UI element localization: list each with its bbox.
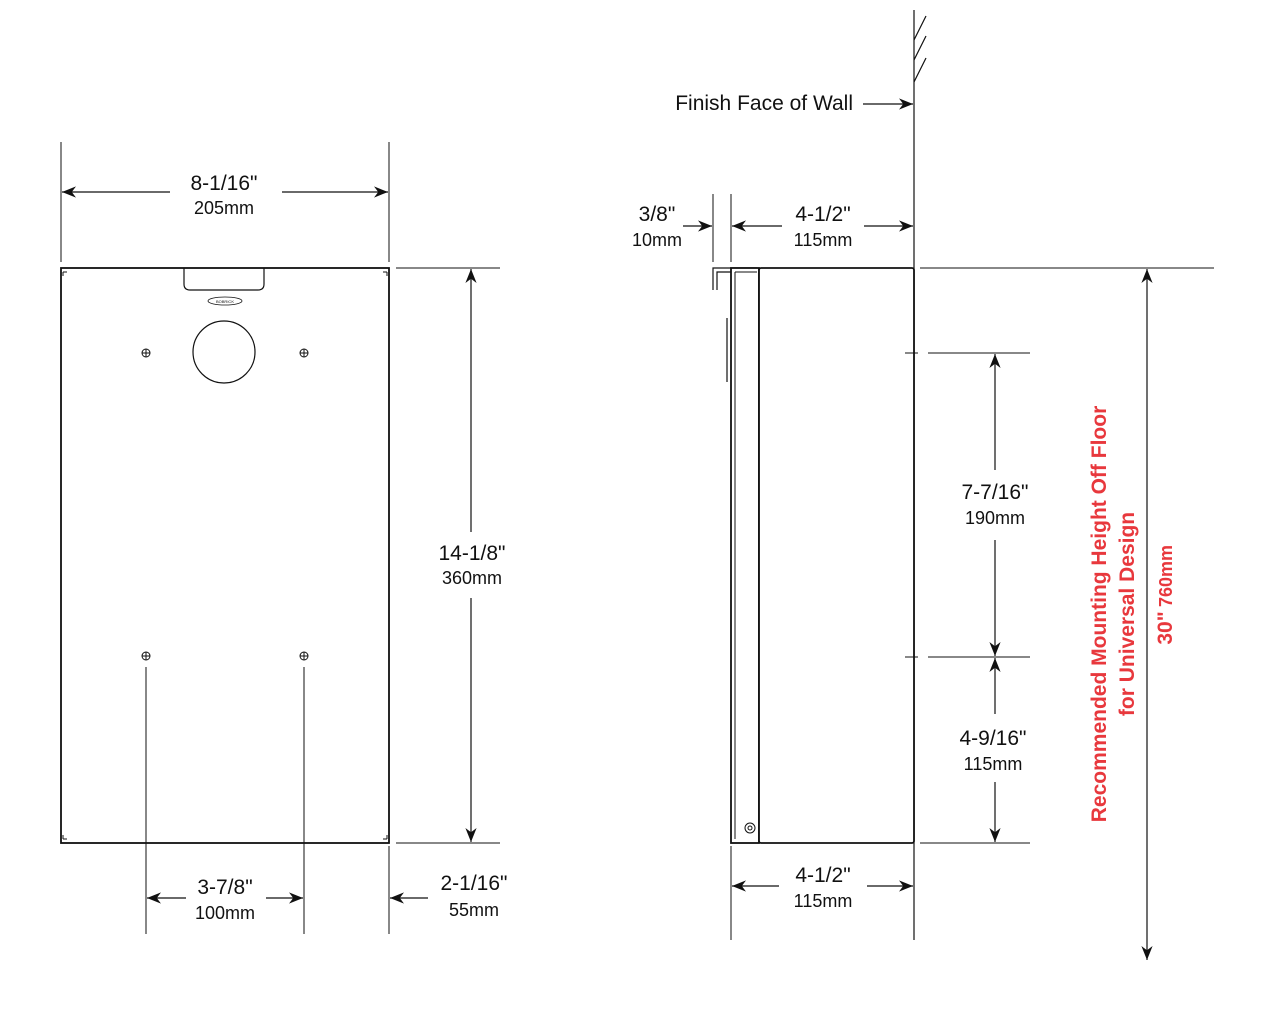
front-height-inches: 14-1/8" bbox=[439, 542, 506, 565]
hanging-lip-inner bbox=[716, 271, 731, 290]
mount-height-mm: 760mm bbox=[1156, 545, 1176, 607]
side-offset-mm: 55mm bbox=[449, 900, 499, 920]
screw-hole-bottom-right bbox=[299, 651, 309, 661]
upper-spacing-inches: 7-7/16" bbox=[962, 481, 1029, 504]
wall-label: Finish Face of Wall bbox=[675, 92, 853, 115]
screw-hole-bottom-left bbox=[141, 651, 151, 661]
front-corner-marks bbox=[62, 271, 388, 840]
dispenser-front-body bbox=[60, 267, 390, 844]
lower-spacing-mm: 115mm bbox=[964, 754, 1023, 774]
lower-spacing-inches: 4-9/16" bbox=[960, 727, 1027, 750]
front-view: 8-1/16" 205mm BOBRICK 3- bbox=[60, 142, 508, 934]
wall-hatch bbox=[913, 15, 927, 83]
mount-label-line1: Recommended Mounting Height Off Floor bbox=[1088, 406, 1111, 822]
mount-height-group: 30" 760mm bbox=[1154, 545, 1177, 645]
depth-bottom-mm: 115mm bbox=[794, 891, 853, 911]
mount-height-inches: 30" bbox=[1154, 611, 1177, 644]
screw-hole-top-right bbox=[299, 348, 309, 358]
depth-bottom-inches: 4-1/2" bbox=[795, 864, 850, 887]
front-width-inches: 8-1/16" bbox=[191, 172, 258, 195]
logo-plate bbox=[207, 296, 243, 306]
upper-spacing-mm: 190mm bbox=[965, 508, 1025, 528]
hole-spacing-mm: 100mm bbox=[195, 903, 255, 923]
logo-text: BOBRICK bbox=[216, 299, 234, 304]
side-view: Finish Face of Wall 3/8" 10mm 4-1/2" 115… bbox=[632, 10, 1214, 960]
top-tab bbox=[183, 268, 265, 291]
dispenser-opening bbox=[192, 320, 256, 384]
mount-label-group: Recommended Mounting Height Off Floor fo… bbox=[1088, 406, 1139, 822]
depth-top-inches: 4-1/2" bbox=[795, 203, 850, 226]
lip-mm: 10mm bbox=[632, 230, 682, 250]
side-offset-inches: 2-1/16" bbox=[441, 872, 508, 895]
side-hinge-icon bbox=[744, 822, 756, 834]
lip-inches: 3/8" bbox=[639, 203, 676, 226]
screw-hole-top-left bbox=[141, 348, 151, 358]
front-width-mm: 205mm bbox=[194, 198, 254, 218]
mount-label-line2: for Universal Design bbox=[1116, 512, 1139, 716]
depth-top-mm: 115mm bbox=[794, 230, 853, 250]
front-height-mm: 360mm bbox=[442, 568, 502, 588]
hole-spacing-inches: 3-7/8" bbox=[197, 876, 252, 899]
dispenser-side-body bbox=[758, 267, 915, 844]
